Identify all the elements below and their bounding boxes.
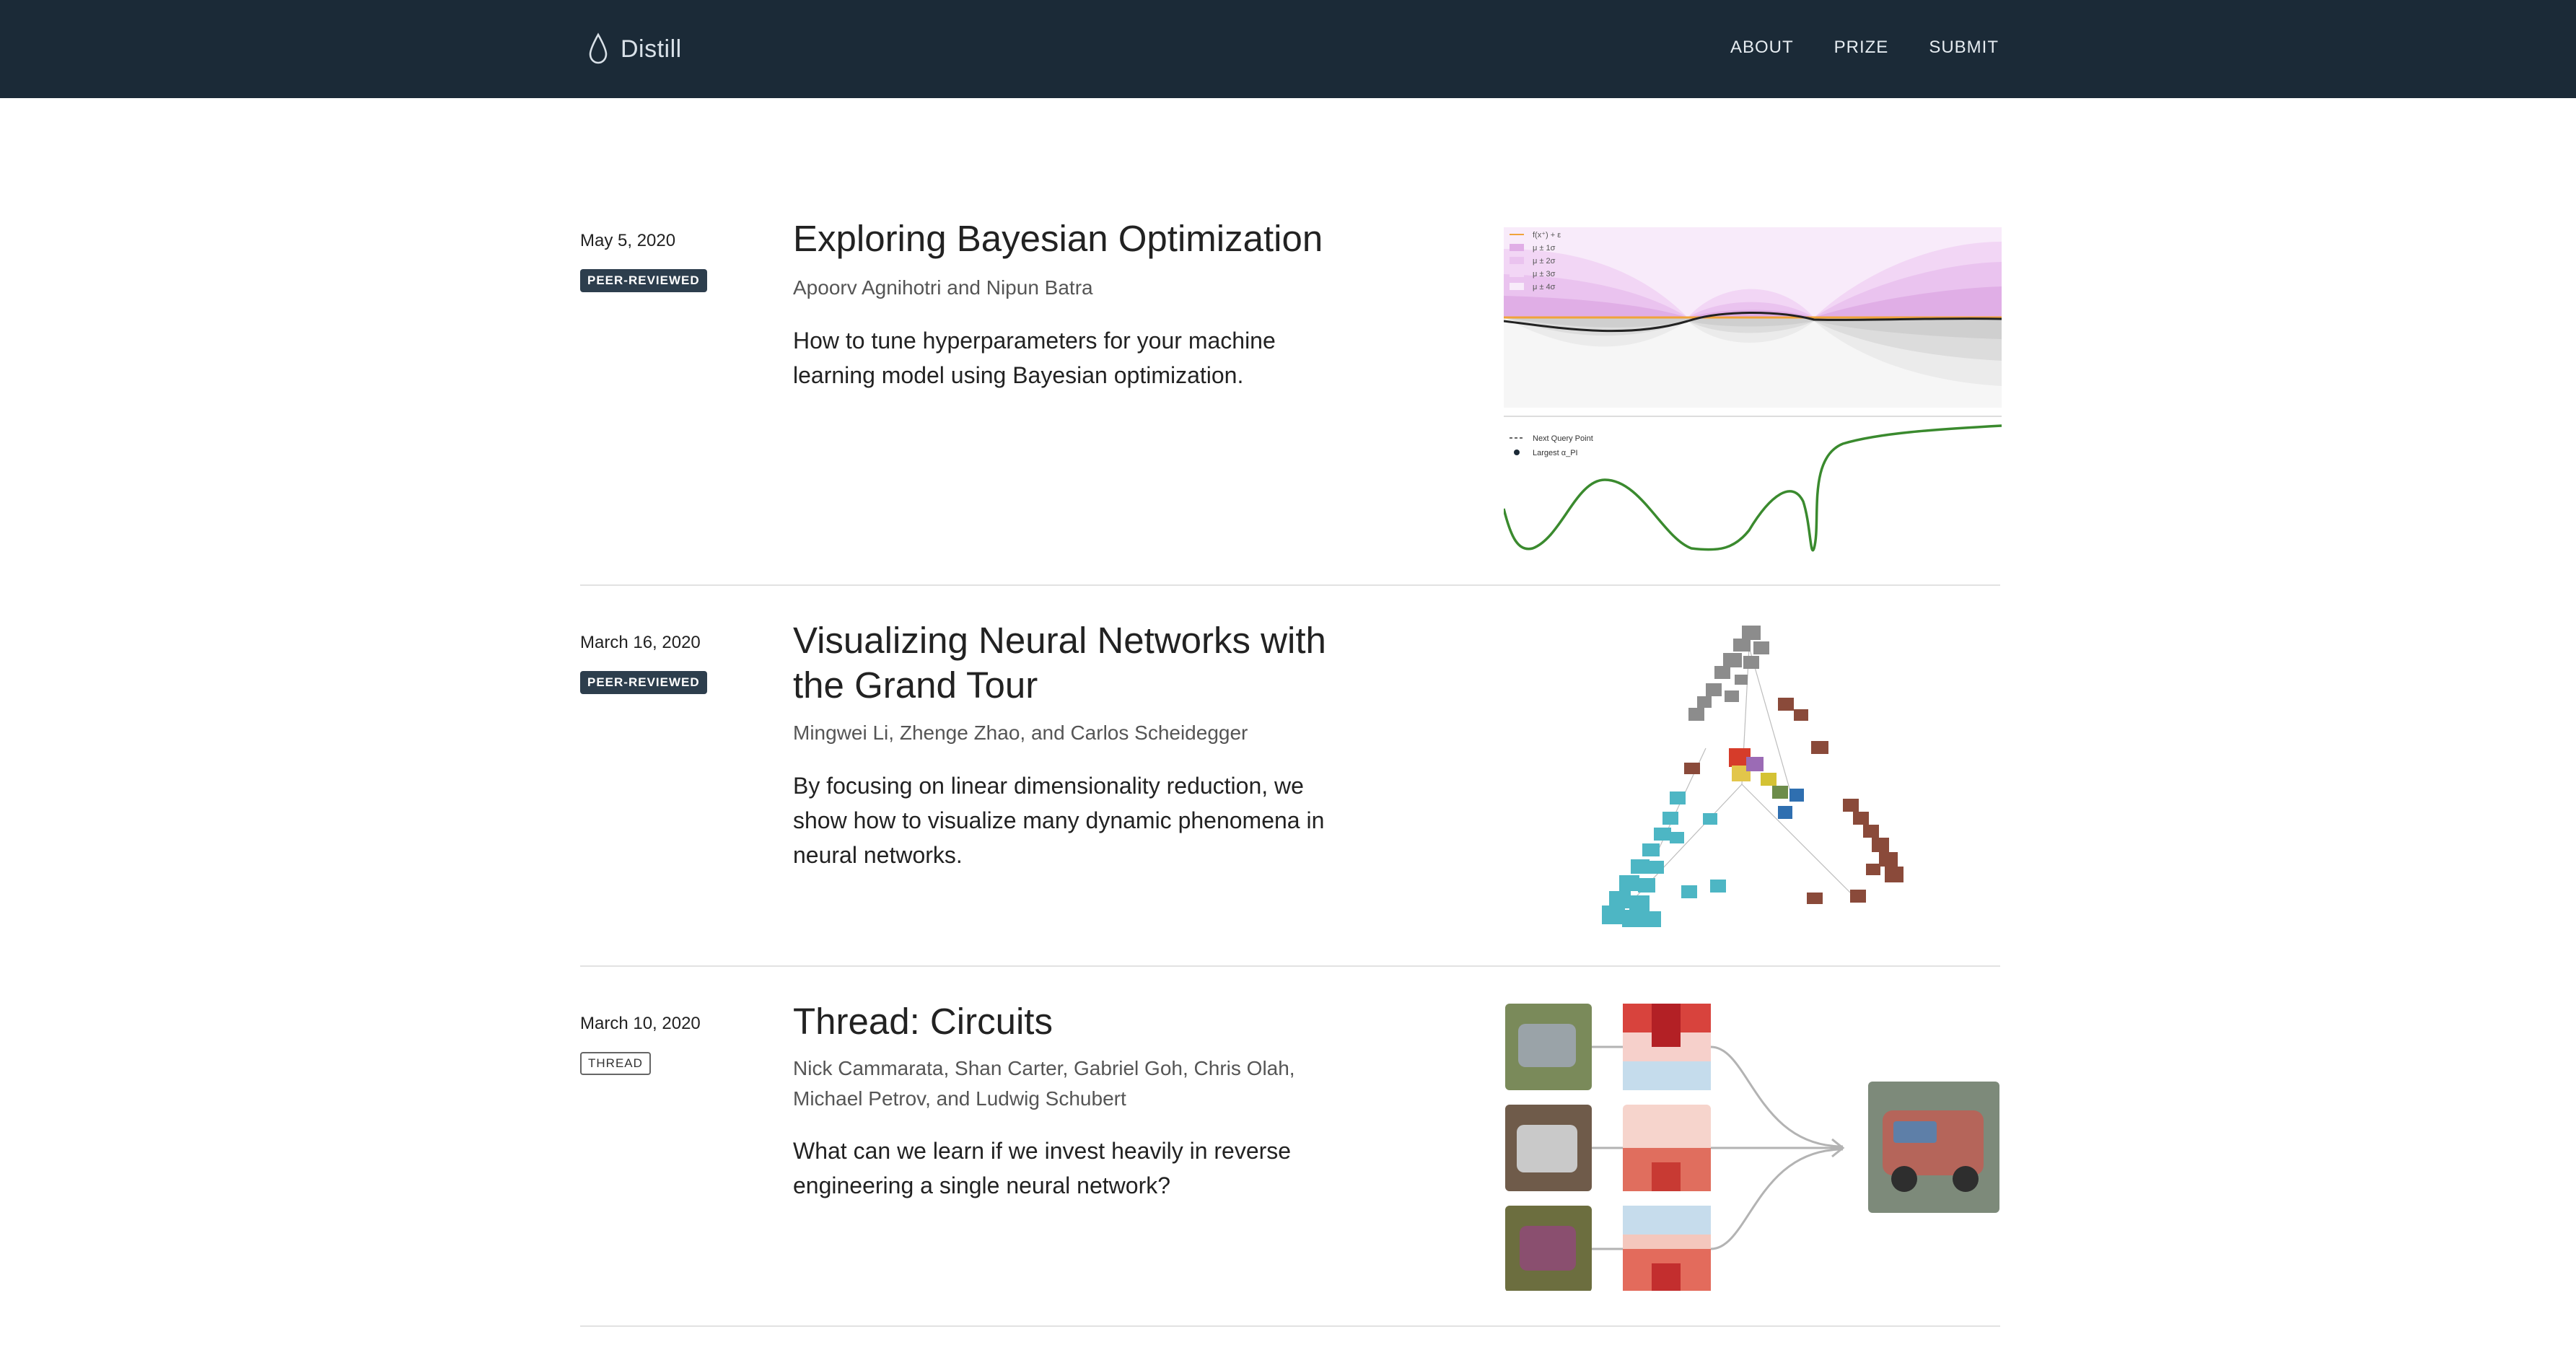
post-description: How to tune hyperparameters for your mac… [793, 328, 1276, 388]
post-authors: Mingwei Li, Zhenge Zhao, and Carlos Sche… [793, 722, 1248, 744]
site-logo-text: Distill [621, 35, 682, 63]
post-authors: Nick Cammarata, Shan Carter, Gabriel Goh… [793, 1057, 1295, 1110]
post-description: By focusing on linear dimensionality red… [793, 773, 1325, 868]
post-thumbnail-circuits [1505, 1004, 1999, 1291]
legend-threshold: f(x⁺) + ε [1533, 231, 1561, 240]
legend-largest-alpha: Largest α_PI [1533, 449, 1578, 457]
mean-curve [1504, 312, 2002, 333]
post-divider [580, 584, 2000, 586]
post-date: March 16, 2020 [580, 633, 701, 652]
post-grand-tour[interactable]: March 16, 2020 PEER-REVIEWED Visualizing… [580, 618, 2000, 965]
post-title[interactable]: Exploring Bayesian Optimization [793, 218, 1323, 259]
acquisition-curve [1504, 424, 2002, 552]
post-thumbnail-grand-tour [1602, 626, 1903, 927]
nav-submit[interactable]: SUBMIT [1929, 38, 1999, 57]
legend-top: f(x⁺) + ε μ ± 1σ μ ± 2σ μ ± 3σ μ ± 4σ [1510, 231, 1561, 291]
lower-band-1 [1504, 317, 2002, 339]
uncertainty-band-1 [1504, 286, 2002, 317]
post-divider [580, 1325, 2000, 1327]
legend-band-1: μ ± 1σ [1533, 244, 1556, 253]
post-bayesian-optimization[interactable]: May 5, 2020 PEER-REVIEWED Exploring Baye… [580, 216, 2002, 577]
post-badge: PEER-REVIEWED [580, 671, 707, 694]
post-date: March 10, 2020 [580, 1014, 701, 1033]
nav-about[interactable]: ABOUT [1730, 38, 1794, 57]
post-thread-circuits[interactable]: March 10, 2020 THREAD Thread: Circuits N… [580, 999, 2000, 1331]
post-thumbnail-bayesian-plot: f(x⁺) + ε μ ± 1σ μ ± 2σ μ ± 3σ μ ± 4σ Ne… [1504, 227, 2002, 552]
post-authors: Apoorv Agnihotri and Nipun Batra [793, 276, 1093, 299]
legend-next-query: Next Query Point [1533, 434, 1593, 443]
nav-prize[interactable]: PRIZE [1834, 38, 1889, 57]
post-divider [580, 965, 2000, 967]
legend-band-2: μ ± 2σ [1533, 257, 1556, 266]
post-title[interactable]: Visualizing Neural Networks with the Gra… [793, 620, 1326, 706]
post-badge: THREAD [580, 1052, 651, 1075]
post-description: What can we learn if we invest heavily i… [793, 1138, 1292, 1198]
legend-band-4: μ ± 4σ [1533, 283, 1556, 291]
post-title[interactable]: Thread: Circuits [793, 1001, 1053, 1042]
site-header: Distill ABOUT PRIZE SUBMIT [0, 0, 2576, 98]
legend-bottom: Next Query Point Largest α_PI [1510, 434, 1593, 457]
site-logo[interactable]: Distill [587, 29, 682, 69]
post-date: May 5, 2020 [580, 231, 676, 250]
droplet-icon [589, 32, 608, 64]
post-badge: PEER-REVIEWED [580, 269, 707, 292]
legend-band-3: μ ± 3σ [1533, 270, 1556, 279]
top-nav: ABOUT PRIZE SUBMIT [1730, 33, 1999, 62]
